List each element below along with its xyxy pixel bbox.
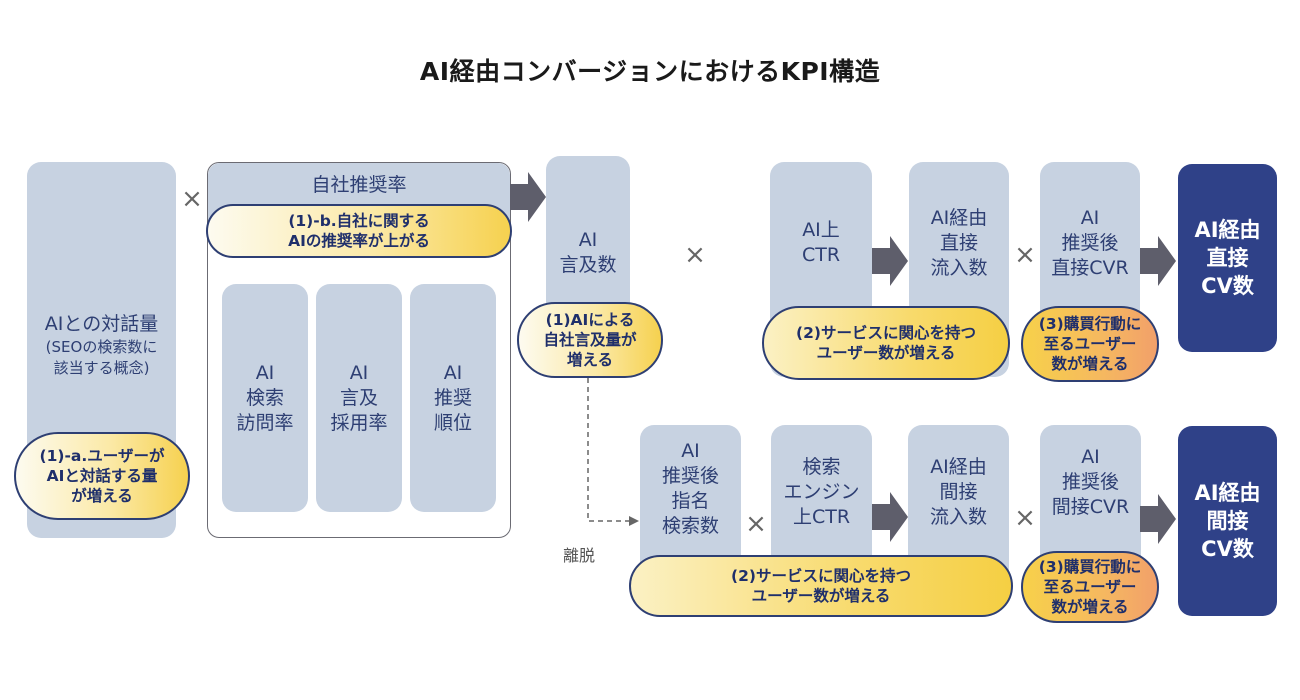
arrow-right-icon	[872, 492, 908, 542]
arrow-right-icon	[1140, 236, 1176, 286]
metric-label: 指名	[671, 490, 710, 512]
driver-2-pill: (2)サービスに関心を持つ ユーザー数が増える	[629, 555, 1013, 617]
ai-mention-adoption-rate-box: AI 言及 採用率	[316, 284, 402, 512]
result-label: 直接	[1206, 246, 1249, 270]
driver-2-text: (2)サービスに関心を持つ	[796, 324, 976, 342]
dropout-label: 離脱	[563, 546, 596, 565]
metric-label: 流入数	[930, 257, 988, 279]
metric-label: 直接CVR	[1051, 257, 1129, 279]
driver-3-text: 至るユーザー	[1043, 335, 1137, 353]
ai-recommendation-rank-box: AI 推奨 順位	[410, 284, 496, 512]
driver-3-text: (3)購買行動に	[1038, 558, 1142, 576]
driver-1b-text: (1)-b.自社に関する	[288, 212, 430, 230]
metric-label: 間接CVR	[1051, 496, 1130, 518]
driver-2-text: (2)サービスに関心を持つ	[731, 567, 911, 585]
metric-label: AI	[1080, 207, 1100, 229]
metric-label: AI上	[802, 219, 840, 241]
driver-1-text: 増える	[566, 351, 614, 369]
multiply-symbol: ×	[1014, 503, 1036, 533]
metric-label: 推奨	[433, 386, 472, 409]
multiply-symbol: ×	[1014, 240, 1036, 270]
metric-label: AI	[578, 229, 598, 251]
metric-label: 流入数	[929, 506, 987, 528]
driver-2-pill: (2)サービスに関心を持つ ユーザー数が増える	[762, 306, 1010, 380]
result-label: CV数	[1201, 537, 1254, 561]
dropout-connector	[587, 378, 639, 526]
result-label: AI経由	[1194, 218, 1261, 242]
driver-3-text: 数が増える	[1051, 598, 1129, 616]
result-label: 間接	[1206, 509, 1249, 533]
multiply-symbol: ×	[745, 509, 767, 539]
driver-2-text: ユーザー数が増える	[751, 587, 891, 605]
ai-search-visit-rate-box: AI 検索 訪問率	[222, 284, 308, 512]
metric-label: AI	[1081, 446, 1100, 468]
metric-label: 検索数	[661, 515, 719, 537]
driver-1-pill: (1)AIによる 自社言及量が 増える	[517, 302, 663, 378]
driver-1a-text: AIと対話する量	[46, 467, 158, 485]
metric-label: AI経由	[930, 207, 988, 229]
recommendation-rate-header: 自社推奨率	[311, 174, 407, 196]
ai-dialogue-volume-label: AIとの対話量	[44, 313, 159, 335]
driver-3-text: (3)購買行動に	[1038, 315, 1142, 333]
metric-label: 言及数	[559, 254, 617, 276]
multiply-symbol: ×	[684, 240, 706, 270]
result-label: AI経由	[1194, 481, 1261, 505]
result-label: CV数	[1201, 274, 1254, 298]
driver-2-text: ユーザー数が増える	[816, 344, 956, 362]
metric-label: 直接	[939, 232, 978, 254]
metric-label: エンジン	[783, 481, 860, 503]
metric-label: AI	[443, 361, 463, 384]
driver-3-pill: (3)購買行動に 至るユーザー 数が増える	[1021, 306, 1159, 382]
driver-1a-text: (1)-a.ユーザーが	[39, 447, 165, 465]
metric-label: 順位	[433, 411, 472, 434]
arrow-right-icon	[1140, 494, 1176, 544]
driver-1-text: (1)AIによる	[545, 311, 635, 329]
metric-label: 推奨後	[1061, 232, 1119, 254]
metric-label: 採用率	[330, 411, 388, 434]
metric-label: AI	[255, 361, 275, 384]
ai-dialogue-volume-note: (SEOの検索数に	[45, 338, 158, 356]
metric-label: CTR	[801, 244, 841, 266]
metric-label: AI経由	[930, 456, 987, 478]
ai-direct-cv-result-box: AI経由 直接 CV数	[1178, 164, 1277, 352]
metric-label: 検索	[802, 456, 841, 478]
metric-label: AI	[349, 361, 369, 384]
driver-1-text: 自社言及量が	[543, 331, 637, 349]
driver-3-pill: (3)購買行動に 至るユーザー 数が増える	[1021, 551, 1159, 623]
arrow-right-icon	[510, 172, 546, 222]
driver-1a-text: が増える	[71, 487, 133, 505]
metric-label: AI	[681, 440, 700, 462]
ai-dialogue-volume-note: 該当する概念)	[53, 359, 150, 377]
metric-label: 推奨後	[661, 465, 719, 487]
metric-label: 推奨後	[1061, 471, 1119, 493]
metric-label: 訪問率	[236, 411, 294, 434]
driver-3-text: 数が増える	[1051, 355, 1129, 373]
metric-label: 言及	[339, 386, 378, 409]
metric-label: 間接	[939, 481, 978, 503]
driver-1b-text: AIの推奨率が上がる	[288, 232, 430, 250]
metric-label: 上CTR	[792, 506, 851, 528]
driver-1b-pill: (1)-b.自社に関する AIの推奨率が上がる	[206, 204, 512, 258]
multiply-symbol: ×	[181, 184, 203, 214]
driver-3-text: 至るユーザー	[1043, 578, 1137, 596]
metric-label: 検索	[245, 386, 284, 409]
ai-indirect-cv-result-box: AI経由 間接 CV数	[1178, 426, 1277, 616]
driver-1a-pill: (1)-a.ユーザーが AIと対話する量 が増える	[14, 432, 190, 520]
arrow-right-icon	[872, 236, 908, 286]
diagram-title: AI経由コンバージョンにおけるKPI構造	[419, 57, 881, 86]
